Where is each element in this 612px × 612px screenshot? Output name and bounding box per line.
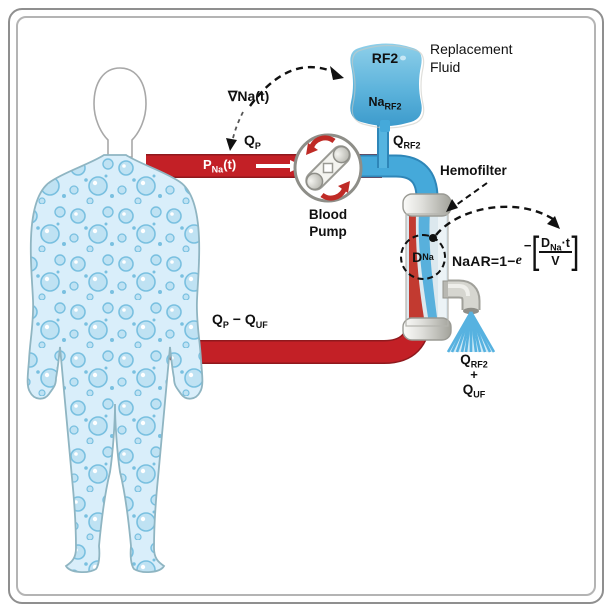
formula-num-rest: ·t	[561, 236, 570, 250]
blood-pump-line2: Pump	[309, 223, 347, 239]
formula-bracket-close: ]	[571, 229, 580, 272]
blood-pump-icon	[293, 133, 363, 203]
head-outline	[93, 67, 147, 158]
pna-sub: Na	[211, 164, 224, 175]
dna-to-formula-arrow	[435, 205, 557, 236]
drain-flow-label: QRF2 + QUF	[444, 352, 504, 401]
replacement-fluid-line1: Replacement	[430, 41, 513, 57]
blood-pump-label: Blood Pump	[296, 207, 360, 241]
return-q2: Q	[244, 311, 256, 327]
nabla-to-bag-arrow	[249, 65, 337, 107]
formula-exp-minus: −	[523, 237, 532, 253]
pna-main: P	[203, 157, 212, 172]
annotation-arrows	[226, 65, 560, 242]
drain-q1: Q	[460, 352, 471, 367]
return-sub2: UF	[255, 319, 268, 330]
return-sub1: P	[222, 319, 229, 330]
qp-label: QP	[244, 132, 261, 151]
formula-den: V	[551, 254, 560, 268]
plasma-na-label: PNa(t)	[203, 157, 237, 175]
bag-na-label: NaRF2	[347, 95, 423, 112]
return-q1: Q	[212, 311, 223, 327]
figure-outer-border	[8, 8, 604, 604]
drain-qrf2: QRF2	[444, 352, 504, 370]
return-op: −	[232, 311, 241, 327]
bag-title-label: RF2	[371, 50, 399, 66]
dna-main: D	[412, 249, 423, 265]
formula-e: e	[515, 253, 522, 268]
blood-pump-line1: Blood	[308, 207, 348, 222]
hemofilter-pointer-arrow	[451, 182, 488, 209]
qrf2-line-label: QRF2	[393, 133, 421, 151]
qp-main: Q	[244, 132, 255, 148]
replacement-fluid-bag	[350, 43, 425, 132]
patient-body	[26, 67, 204, 573]
qrf2-main: Q	[393, 133, 404, 148]
formula-bracket-open: [	[531, 229, 540, 272]
gradient-na-label: ∇Na(t)	[228, 88, 270, 104]
bag-na-sub: RF2	[384, 101, 402, 112]
return-flow-label: QP − QUF	[212, 311, 268, 330]
bag-na-main: Na	[368, 95, 385, 109]
figure-inner-border	[16, 16, 596, 596]
nabla-to-qp-arrow	[231, 111, 244, 144]
drain-sub1: RF2	[470, 359, 488, 370]
body-silhouette	[26, 154, 204, 573]
replacement-fluid-label: Replacement Fluid	[430, 41, 513, 76]
replacement-fluid-line2: Fluid	[430, 58, 461, 75]
drain-plus: +	[470, 366, 478, 382]
drain-quf: QUF	[444, 382, 504, 401]
formula-num-main: D	[541, 236, 551, 250]
pna-post: (t)	[223, 157, 237, 172]
effluent-spray	[442, 279, 496, 353]
qrf2-sub: RF2	[403, 140, 421, 151]
drain-q2: Q	[462, 382, 474, 398]
drain-sub2: UF	[473, 390, 486, 401]
qp-sub: P	[254, 140, 261, 151]
formula-num-sub: Na	[550, 242, 562, 253]
formula-lhs: NaAR=1−	[452, 253, 516, 269]
hemofilter-label: Hemofilter	[440, 163, 507, 178]
